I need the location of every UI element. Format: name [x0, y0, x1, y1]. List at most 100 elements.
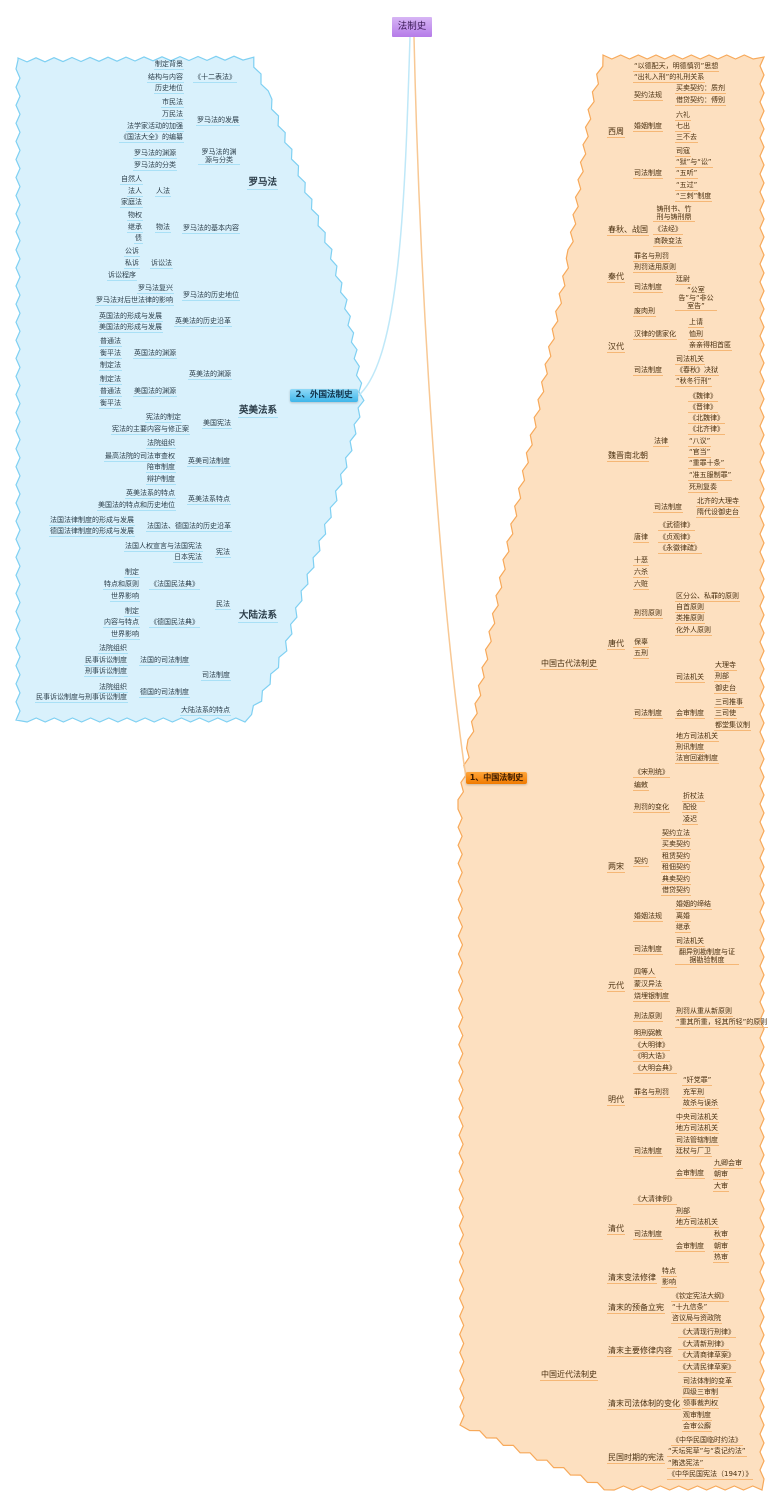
- topic-node[interactable]: 《十二表法》: [193, 73, 237, 83]
- leaf-node[interactable]: “十九信条”: [671, 1303, 709, 1313]
- leaf-node[interactable]: “重其所重，轻其所轻”的原则: [675, 1018, 769, 1028]
- topic-node[interactable]: 清代: [607, 1224, 625, 1235]
- leaf-node[interactable]: 刑罚从重从新原则: [675, 1007, 733, 1017]
- topic-node[interactable]: 宪法: [215, 548, 231, 558]
- topic-node[interactable]: 英美法系特点: [187, 495, 231, 505]
- leaf-node[interactable]: 都堂集议制: [714, 721, 751, 731]
- leaf-node[interactable]: 区分公、私罪的原则: [675, 592, 740, 602]
- leaf-node[interactable]: 制定法: [99, 361, 122, 371]
- topic-node[interactable]: 会审制度: [675, 709, 705, 719]
- leaf-node[interactable]: 制定: [124, 568, 140, 578]
- topic-node[interactable]: 英美法的渊源: [188, 370, 232, 380]
- leaf-node[interactable]: 秋审: [713, 1230, 729, 1240]
- leaf-node[interactable]: 刑罚适用原则: [633, 263, 677, 273]
- leaf-node[interactable]: 《贞观律》: [658, 533, 695, 543]
- leaf-node[interactable]: 英美法系的特点: [125, 489, 176, 499]
- leaf-node[interactable]: 会审公廨: [682, 1422, 712, 1432]
- leaf-node[interactable]: “官当”: [688, 448, 712, 458]
- leaf-node[interactable]: 法院组织: [98, 683, 128, 693]
- leaf-node[interactable]: 《北魏律》: [688, 414, 725, 424]
- leaf-node[interactable]: 特点: [661, 1267, 677, 1277]
- leaf-node[interactable]: 《中华民国临时约法》: [671, 1436, 743, 1446]
- leaf-node[interactable]: 制定法: [99, 375, 122, 385]
- leaf-node[interactable]: 明刑弼教: [633, 1029, 663, 1039]
- leaf-node[interactable]: 债: [134, 234, 143, 244]
- leaf-node[interactable]: 《大明律》: [633, 1041, 670, 1051]
- leaf-node[interactable]: 衡平法: [99, 349, 122, 359]
- topic-node[interactable]: 司法机关: [675, 673, 705, 683]
- topic-node[interactable]: 司法制度: [633, 1147, 663, 1157]
- leaf-node[interactable]: “狱”与“讼”: [675, 158, 713, 168]
- leaf-node[interactable]: “重罪十条”: [688, 459, 726, 469]
- leaf-node[interactable]: 罗马法复兴: [137, 284, 174, 294]
- leaf-node[interactable]: 刑部: [675, 1207, 691, 1217]
- leaf-node[interactable]: 朝审: [713, 1242, 729, 1252]
- topic-node[interactable]: 唐代: [607, 639, 625, 650]
- leaf-node[interactable]: 内容与特点: [103, 618, 140, 628]
- leaf-node[interactable]: 《武德律》: [658, 521, 695, 531]
- leaf-node[interactable]: 制定背景: [154, 60, 184, 70]
- branch-node[interactable]: 中国古代法制史: [540, 659, 598, 670]
- leaf-node[interactable]: 离婚: [675, 912, 691, 922]
- branch-node[interactable]: 大陆法系: [237, 610, 278, 623]
- leaf-node[interactable]: 继承: [675, 923, 691, 933]
- leaf-node[interactable]: “以德配天，明德慎罚”思想: [633, 62, 720, 72]
- topic-node[interactable]: 罗马法的渊源与分类: [198, 148, 240, 165]
- topic-node[interactable]: 会审制度: [675, 1242, 705, 1252]
- leaf-node[interactable]: 商鞅变法: [653, 237, 683, 247]
- leaf-node[interactable]: 《大明会典》: [633, 1064, 677, 1074]
- leaf-node[interactable]: 买卖契约: [661, 840, 691, 850]
- topic-node[interactable]: 法国法、德国法的历史沿革: [146, 522, 232, 532]
- leaf-node[interactable]: 恤刑: [688, 330, 704, 340]
- leaf-node[interactable]: 世界影响: [110, 592, 140, 602]
- topic-node[interactable]: 民法: [215, 600, 231, 610]
- topic-node[interactable]: 人法: [155, 187, 171, 197]
- leaf-node[interactable]: “奸党罪”: [682, 1076, 713, 1086]
- topic-node[interactable]: 罗马法的历史地位: [182, 291, 240, 301]
- topic-node[interactable]: 美国法的渊源: [133, 387, 177, 397]
- leaf-node[interactable]: 类推原则: [675, 614, 705, 624]
- topic-node[interactable]: 司法制度: [633, 283, 663, 293]
- topic-node[interactable]: 唐律: [633, 533, 649, 543]
- leaf-node[interactable]: 契约立法: [661, 829, 691, 839]
- leaf-node[interactable]: 民事诉讼制度与刑事诉讼制度: [35, 693, 128, 703]
- topic-node[interactable]: 清末变法修律: [607, 1273, 657, 1284]
- leaf-node[interactable]: 宪法的主要内容与修正案: [111, 425, 190, 435]
- leaf-node[interactable]: 英国法的形成与发展: [98, 312, 163, 322]
- leaf-node[interactable]: 司法机关: [675, 355, 705, 365]
- leaf-node[interactable]: 司法机关: [675, 937, 705, 947]
- topic-node[interactable]: 德国的司法制度: [139, 688, 190, 698]
- leaf-node[interactable]: 死刑复奏: [688, 483, 718, 493]
- leaf-node[interactable]: 《法经》: [653, 225, 683, 235]
- leaf-node[interactable]: 典卖契约: [661, 875, 691, 885]
- topic-node[interactable]: 刑罚的变化: [633, 803, 670, 813]
- leaf-node[interactable]: 婚姻的缔结: [675, 900, 712, 910]
- topic-node[interactable]: 法律: [653, 437, 669, 447]
- leaf-node[interactable]: 租赁契约: [661, 852, 691, 862]
- leaf-node[interactable]: 家庭法: [120, 198, 143, 208]
- leaf-node[interactable]: 地方司法机关: [675, 1124, 719, 1134]
- leaf-node[interactable]: 《大清现行刑律》: [678, 1328, 736, 1338]
- leaf-node[interactable]: 世界影响: [110, 630, 140, 640]
- topic-node[interactable]: 清末的预备立宪: [607, 1303, 665, 1314]
- topic-node[interactable]: 契约法规: [633, 91, 663, 101]
- leaf-node[interactable]: 隋代设御史台: [696, 508, 740, 518]
- root-node[interactable]: 法制史: [392, 17, 432, 37]
- leaf-node[interactable]: 《中华民国宪法（1947）》: [667, 1470, 754, 1480]
- topic-node[interactable]: 两宋: [607, 862, 625, 873]
- leaf-node[interactable]: 继承: [127, 223, 143, 233]
- topic-node[interactable]: 司法制度: [633, 709, 663, 719]
- leaf-node[interactable]: 大理寺: [714, 661, 737, 671]
- leaf-node[interactable]: 刑事诉讼制度: [84, 667, 128, 677]
- leaf-node[interactable]: 化外人原则: [675, 626, 712, 636]
- topic-node[interactable]: 明代: [607, 1095, 625, 1106]
- leaf-node[interactable]: 法院组织: [146, 439, 176, 449]
- leaf-node[interactable]: 诉讼程序: [107, 271, 137, 281]
- leaf-node[interactable]: 地方司法机关: [675, 732, 719, 742]
- leaf-node[interactable]: 御史台: [714, 684, 737, 694]
- leaf-node[interactable]: 市民法: [161, 98, 184, 108]
- leaf-node[interactable]: 充军刑: [682, 1088, 705, 1098]
- topic-node[interactable]: 物法: [155, 223, 171, 233]
- leaf-node[interactable]: “公室告”与“非公室告”: [675, 286, 717, 311]
- leaf-node[interactable]: 三司推事: [714, 698, 744, 708]
